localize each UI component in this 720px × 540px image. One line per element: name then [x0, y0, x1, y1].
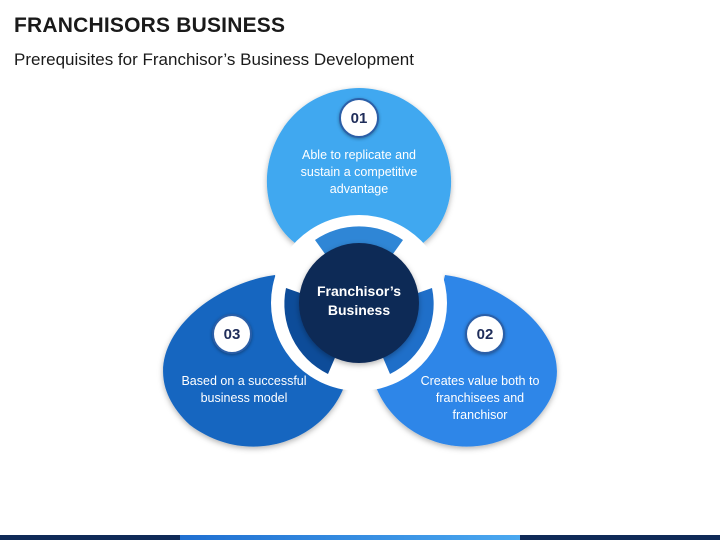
page-subtitle: Prerequisites for Franchisor’s Business …: [14, 50, 414, 69]
petal-03-text: Based on a successful business model: [181, 374, 307, 405]
petal-01: [266, 88, 452, 243]
center-label: Franchisor’s Business: [316, 283, 402, 318]
footer-bar: [0, 535, 720, 540]
petal-01-number: 01: [339, 98, 379, 138]
petal-03-number: 03: [212, 314, 252, 354]
petal-03: [163, 275, 347, 447]
petal-01-text: Able to replicate and sustain a competit…: [300, 148, 418, 196]
center-circle: [299, 243, 419, 363]
page-title: FRANCHISORS BUSINESS: [14, 14, 286, 37]
petal-02-text: Creates value both to franchisees and fr…: [420, 374, 540, 422]
petal-02: [373, 275, 557, 447]
petal-02-number: 02: [465, 314, 505, 354]
